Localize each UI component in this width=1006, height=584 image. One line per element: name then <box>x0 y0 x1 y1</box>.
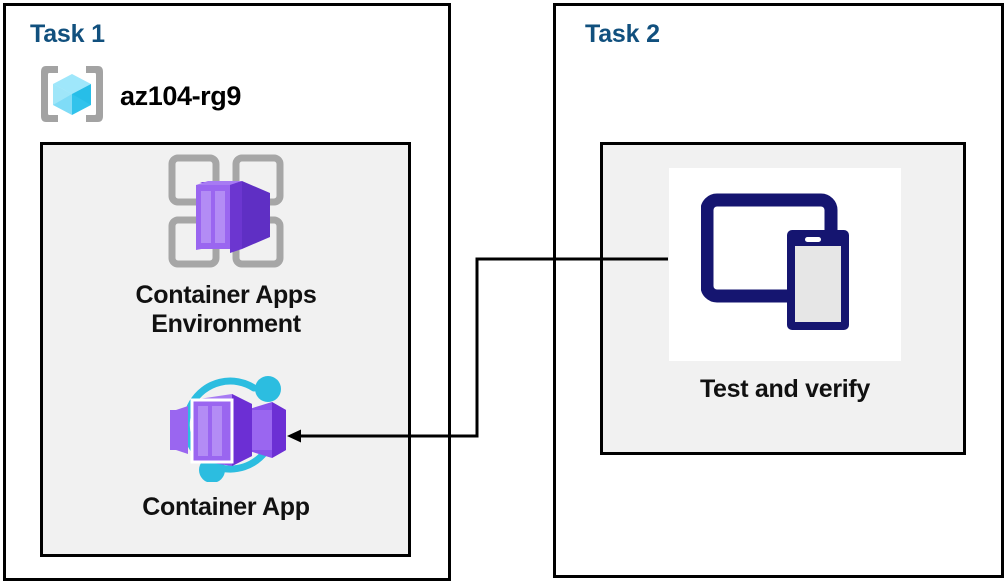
node-label-container-app: Container App <box>142 493 310 521</box>
resource-group-header: az104-rg9 <box>36 62 241 131</box>
node-label-container-apps-environment: Container Apps Environment <box>135 281 317 338</box>
container-app-icon <box>154 372 298 487</box>
node-container-app: Container App <box>60 372 392 522</box>
task-2-title: Task 2 <box>585 20 660 48</box>
node-test-and-verify: Test and verify <box>640 168 930 404</box>
container-apps-environment-icon <box>166 152 286 275</box>
devices-test-icon <box>700 188 869 341</box>
node-container-apps-environment: Container Apps Environment <box>60 152 392 339</box>
resource-group-label: az104-rg9 <box>120 81 241 111</box>
node-label-test-and-verify: Test and verify <box>699 375 871 403</box>
task-1-title: Task 1 <box>30 20 105 48</box>
test-icon-plate <box>669 168 901 361</box>
resource-group-icon <box>36 62 108 131</box>
